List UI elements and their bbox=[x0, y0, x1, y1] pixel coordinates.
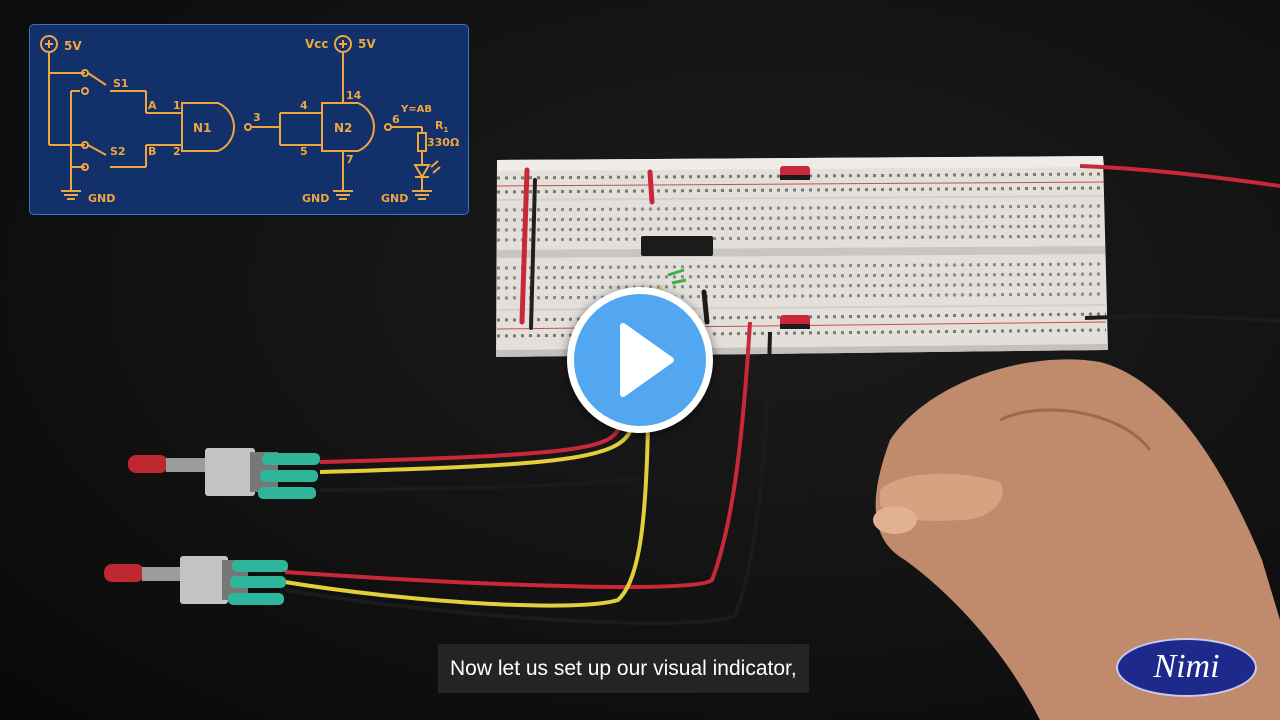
supply-label-right: 5V bbox=[358, 37, 376, 51]
nand-gate-n2 bbox=[321, 102, 375, 152]
pin-label-3: 3 bbox=[253, 111, 261, 124]
circuit-schematic: 5V S1 S2 A B 1 2 N1 3 bbox=[29, 24, 469, 215]
nand-gate-n1 bbox=[181, 102, 235, 152]
pin-label-14: 14 bbox=[346, 89, 362, 102]
gate-label-n1: N1 bbox=[193, 121, 211, 135]
pin-label-7: 7 bbox=[346, 153, 354, 166]
supply-label-left: 5V bbox=[64, 39, 82, 53]
gnd-label-3: GND bbox=[381, 192, 408, 205]
pin-label-1: 1 bbox=[173, 99, 181, 112]
vcc-label: Vcc bbox=[305, 37, 329, 51]
switch-label-s2: S2 bbox=[110, 145, 126, 158]
led-symbol bbox=[413, 164, 431, 179]
resistor-value: 330Ω bbox=[427, 136, 460, 149]
pin-label-5: 5 bbox=[300, 145, 308, 158]
channel-logo[interactable]: Nimi bbox=[1116, 638, 1257, 697]
toggle-switch-2 bbox=[104, 556, 288, 605]
switch-label-s1: S1 bbox=[113, 77, 129, 90]
output-label: Y=AB bbox=[400, 104, 432, 115]
resistor-symbol bbox=[417, 132, 427, 152]
play-icon bbox=[620, 323, 674, 397]
toggle-switch-1 bbox=[128, 448, 320, 499]
logo-text: Nimi bbox=[1153, 648, 1220, 685]
nand-ic-chip bbox=[641, 236, 713, 256]
resistor-label: R1 bbox=[435, 119, 448, 134]
pin-label-6: 6 bbox=[392, 113, 400, 126]
gate-label-n2: N2 bbox=[334, 121, 352, 135]
input-label-a: A bbox=[148, 99, 157, 112]
input-label-b: B bbox=[148, 145, 156, 158]
play-button[interactable] bbox=[567, 287, 713, 433]
pin-label-4: 4 bbox=[300, 99, 308, 112]
gnd-label-1: GND bbox=[88, 192, 115, 205]
subtitle-caption: Now let us set up our visual indicator, bbox=[438, 644, 809, 693]
gnd-label-2: GND bbox=[302, 192, 329, 205]
hand bbox=[809, 359, 1280, 720]
pin-label-2: 2 bbox=[173, 145, 181, 158]
